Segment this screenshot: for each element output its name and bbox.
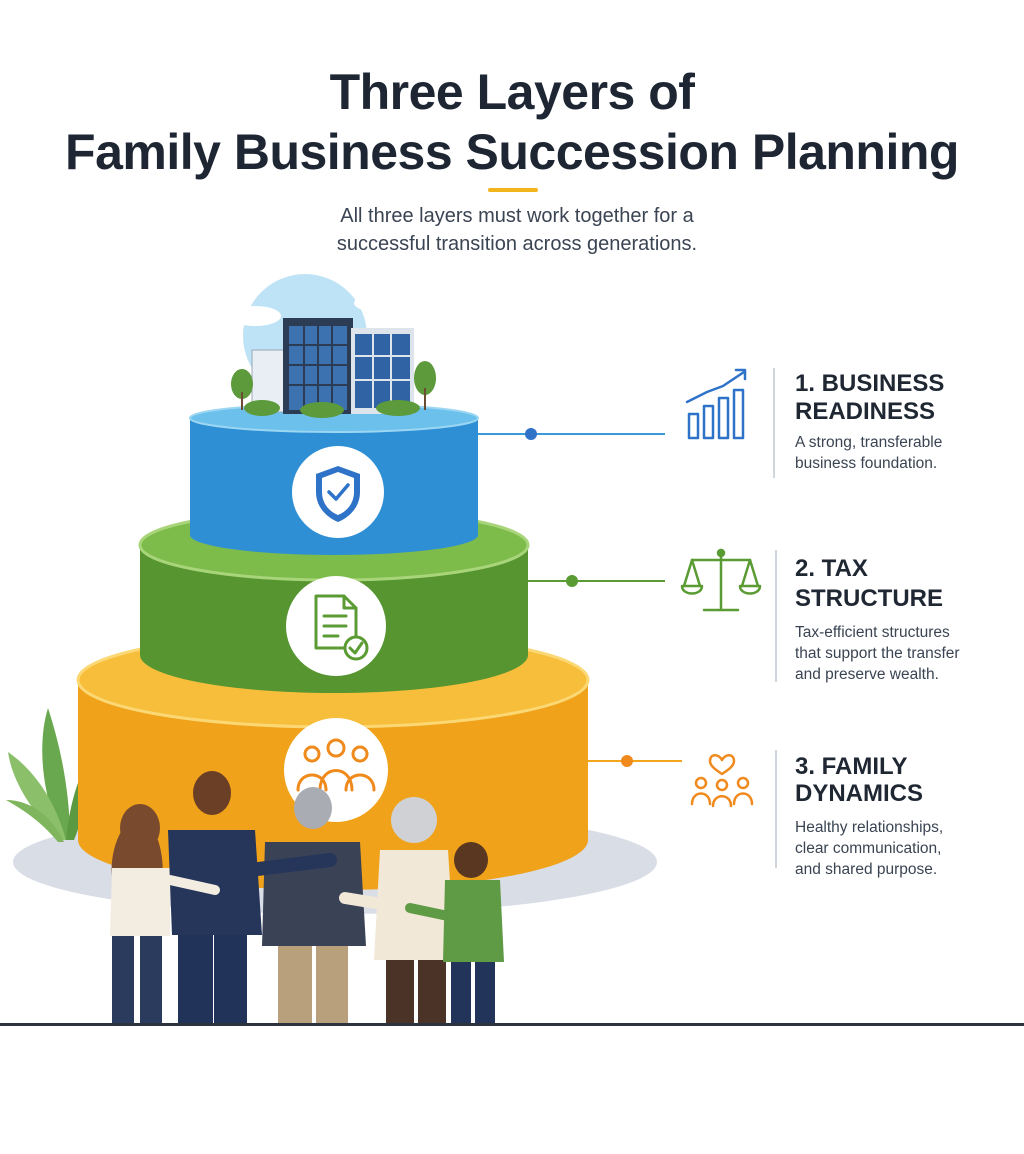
subtitle-line-2: successful transition across generations…: [336, 233, 698, 255]
family-group-illustration: [110, 771, 504, 1024]
layer-2-title-line-1: 2. TAX: [795, 555, 868, 582]
growth-chart-icon: [685, 368, 747, 440]
layer-3-desc-line-2: clear communication,: [795, 840, 942, 857]
layer-3-text: 3. FAMILY DYNAMICS Healthy relationships…: [795, 753, 1015, 880]
layer-3-title-line-1: 3. FAMILY: [795, 753, 908, 780]
layer-2-text: 2. TAX STRUCTURE Tax-efficient structure…: [795, 554, 1015, 685]
document-check-icon: [314, 594, 369, 661]
divider-1: [773, 368, 775, 478]
layer-2-title-line-2: STRUCTURE: [795, 585, 943, 612]
tier-business-readiness: [189, 403, 479, 555]
connector-lines: [478, 428, 682, 767]
family-group-icon: [296, 738, 376, 792]
layer-3-desc-line-1: Healthy relationships,: [795, 819, 944, 836]
layer-1-title-line-1: 1. BUSINESS: [795, 370, 945, 397]
family-heart-icon: [690, 754, 754, 808]
title-accent-rule: [488, 188, 538, 192]
divider-2: [775, 550, 777, 682]
layer-1-desc-line-1: A strong, transferable: [795, 434, 943, 451]
shield-check-icon: [316, 466, 360, 522]
layer-1-desc-line-2: business foundation.: [795, 455, 938, 472]
ground-line: [0, 1023, 1024, 1026]
layer-2-desc-line-1: Tax-efficient structures: [795, 624, 950, 641]
layer-2-desc-line-2: that support the transfer: [795, 645, 960, 662]
layer-cake-diagram: [6, 274, 762, 1024]
layer-3-desc-line-3: and shared purpose.: [795, 861, 938, 878]
page-title-line-1: Three Layers of: [329, 64, 695, 120]
page-title-line-2: Family Business Succession Planning: [65, 124, 959, 180]
layer-2-desc-line-3: and preserve wealth.: [795, 666, 939, 683]
divider-3: [775, 750, 777, 868]
balance-scale-icon: [680, 548, 762, 612]
layer-3-title-line-2: DYNAMICS: [795, 780, 924, 807]
layer-1-text: 1. BUSINESS READINESS A strong, transfer…: [795, 370, 1015, 474]
layer-1-title-line-2: READINESS: [795, 398, 936, 425]
subtitle-line-1: All three layers must work together for …: [340, 205, 694, 227]
office-building-illustration: [229, 274, 436, 418]
